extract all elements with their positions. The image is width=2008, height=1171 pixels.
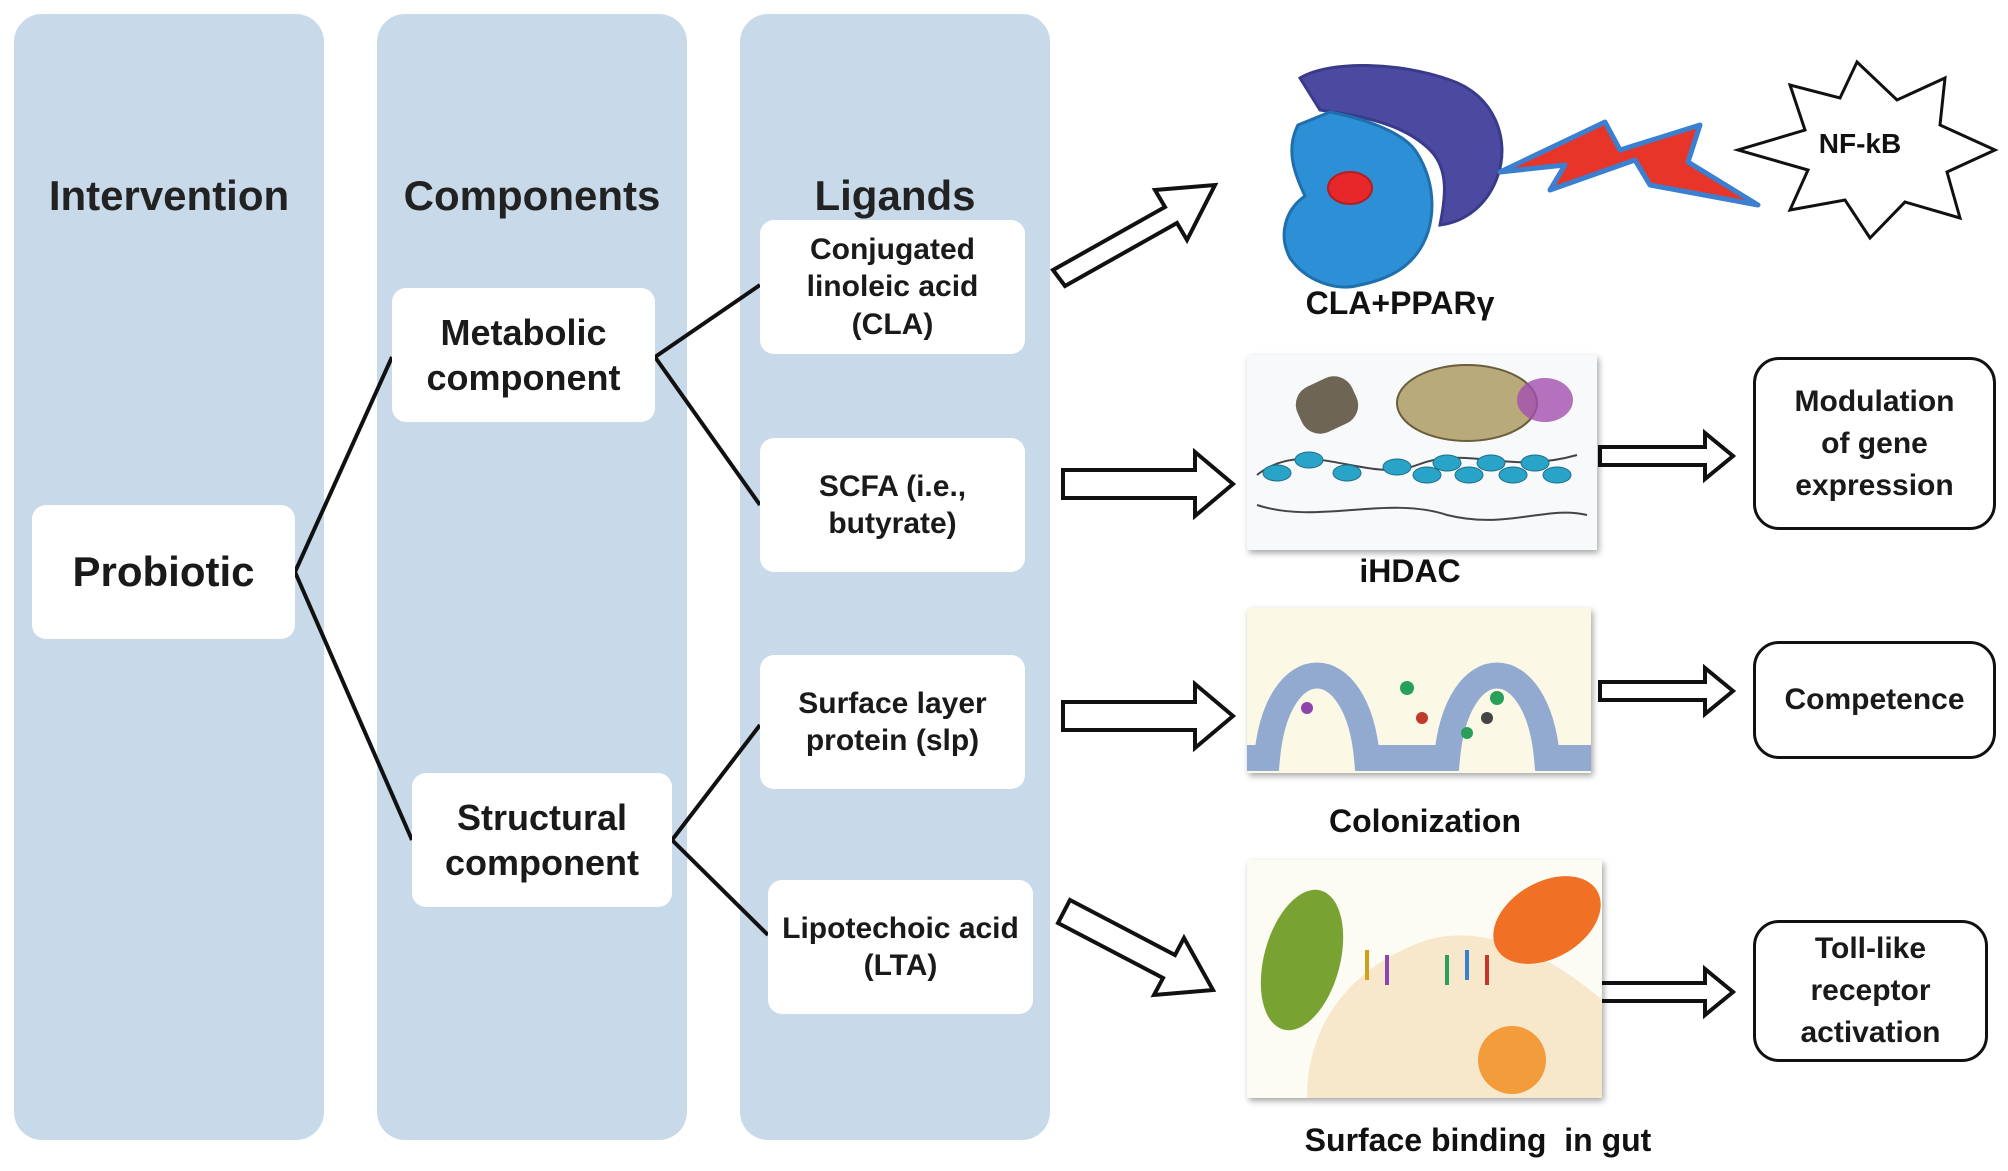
- nfkb-label: NF-kB: [1818, 128, 1902, 159]
- slp-ligand-label: Surface layer protein (slp): [798, 686, 987, 758]
- intervention-heading: Intervention: [48, 172, 290, 219]
- structural-component-box: Structural component: [412, 773, 672, 907]
- nfkb-star-icon: [1732, 59, 1999, 241]
- arrow-cla: [1050, 182, 1219, 289]
- tlr-activation-box: Toll-like receptor activation: [1753, 920, 1988, 1062]
- lta-ligand-box: Lipotechoic acid (LTA): [768, 880, 1033, 1014]
- arrow-to-competence: [1598, 663, 1737, 719]
- cla-ppar-caption: CLA+PPARγ: [1305, 285, 1495, 321]
- line-structural-lta: [670, 838, 770, 937]
- ihdac-caption: iHDAC: [1359, 553, 1461, 589]
- line-probiotic-metabolic: [293, 356, 394, 573]
- competence-label: Competence: [1784, 683, 1965, 716]
- gene-expression-label: Modulation of gene expression: [1794, 384, 1955, 502]
- arrow-lta: [1055, 897, 1217, 998]
- line-metabolic-scfa: [653, 355, 762, 507]
- chromatin-illustration: [1247, 355, 1597, 550]
- surface-binding-drawing: [1247, 860, 1602, 1098]
- tree-lines: [293, 283, 770, 937]
- arrow-scfa: [1061, 447, 1237, 521]
- line-structural-slp: [670, 723, 762, 842]
- gene-expression-box: Modulation of gene expression: [1753, 357, 1996, 530]
- slp-ligand-box: Surface layer protein (slp): [760, 655, 1025, 789]
- colonization-illustration: [1247, 608, 1591, 773]
- competence-box: Competence: [1753, 641, 1996, 759]
- metabolic-component-label: Metabolic component: [426, 312, 621, 398]
- colonization-drawing: [1247, 608, 1591, 773]
- arrow-to-gene-expression: [1598, 428, 1737, 484]
- scfa-ligand-box: SCFA (i.e., butyrate): [760, 438, 1025, 572]
- surface-binding-caption: Surface binding in gut: [1304, 1122, 1652, 1158]
- structural-component-label: Structural component: [445, 797, 639, 883]
- lta-ligand-label: Lipotechoic acid (LTA): [782, 911, 1019, 983]
- scfa-ligand-label: SCFA (i.e., butyrate): [818, 469, 967, 541]
- cla-ligand-label: Conjugated linoleic acid (CLA): [806, 232, 979, 341]
- components-heading: Components: [403, 172, 661, 219]
- ppar-cell-icon: [1282, 63, 1504, 289]
- colonization-caption: Colonization: [1329, 803, 1521, 839]
- metabolic-component-box: Metabolic component: [392, 288, 655, 422]
- probiotic-label: Probiotic: [72, 547, 255, 595]
- ligands-heading: Ligands: [814, 172, 976, 219]
- surface-binding-illustration: [1247, 860, 1602, 1098]
- arrow-slp: [1061, 679, 1237, 753]
- cla-ligand-box: Conjugated linoleic acid (CLA): [760, 220, 1025, 354]
- components-column: Components: [377, 14, 687, 1140]
- arrow-to-tlr: [1598, 964, 1737, 1020]
- line-metabolic-cla: [653, 283, 762, 359]
- probiotic-box: Probiotic: [32, 505, 295, 639]
- lightning-bolt-icon: [1497, 119, 1761, 208]
- chromatin-drawing: [1256, 364, 1588, 521]
- tlr-activation-label: Toll-like receptor activation: [1800, 932, 1941, 1049]
- line-probiotic-structural: [293, 571, 414, 841]
